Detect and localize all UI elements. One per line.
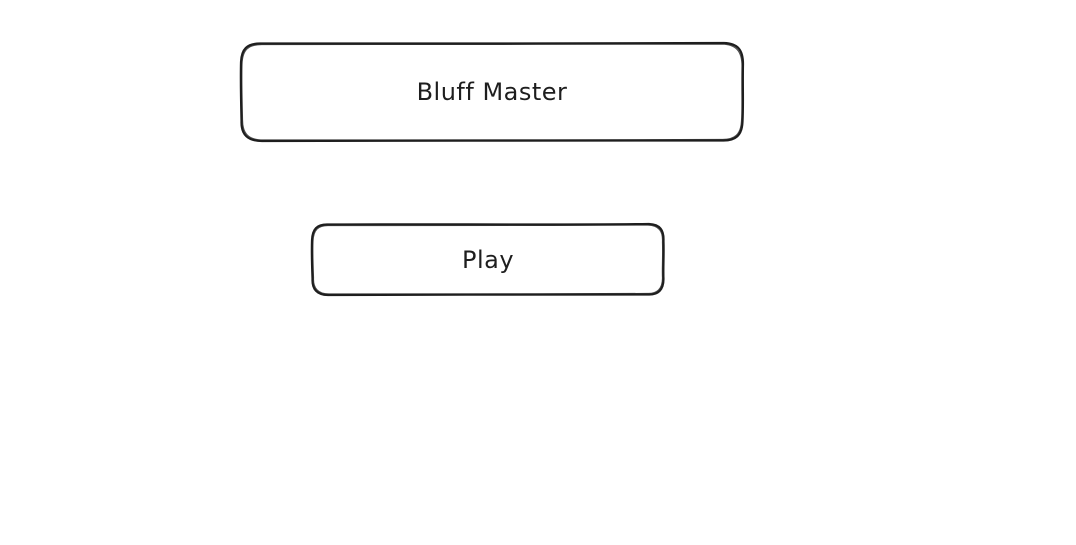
play-button-outline xyxy=(310,222,665,297)
title-panel: Bluff Master xyxy=(239,41,745,143)
play-button-label: Play xyxy=(461,245,515,274)
play-button[interactable]: Play xyxy=(310,222,665,297)
app-title: Bluff Master xyxy=(416,78,568,106)
title-panel-outline xyxy=(239,41,745,143)
